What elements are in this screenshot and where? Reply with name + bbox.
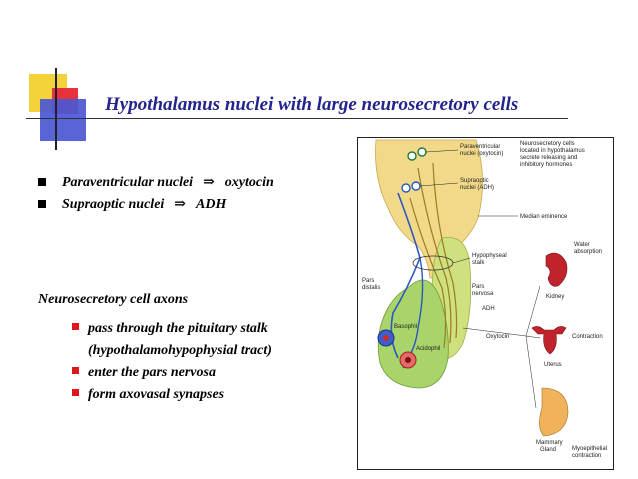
paraventricular-nucleus [417,147,427,157]
acidophil-cell-nucleus [405,357,411,363]
hormone-name: ADH [196,197,227,212]
title-deco-vertical-line [55,68,57,150]
implies-arrow-icon: ⇒ [203,175,215,190]
bullet-square-icon [72,389,79,396]
leader-line [425,149,459,153]
axons-item-text: pass through the pituitary stalk [88,321,268,336]
nucleus-name: Supraoptic nuclei [62,197,165,212]
label-basophil: Basophil [394,324,417,330]
leader-line [419,182,459,187]
title-underline [26,118,568,119]
axons-item-continuation: (hypothalamohypophysial tract) [88,343,272,358]
bullet-square-icon [72,367,79,374]
label-acidophil: Acidophil [416,346,440,352]
label-median-eminence: Median eminence [520,214,568,220]
label-kidney: Kidney [546,294,564,300]
kidney-icon [545,252,568,287]
leader-line [525,285,541,337]
supraoptic-nucleus [411,181,421,191]
bullet-square-icon [38,178,46,186]
basophil-cell-nucleus [383,335,389,341]
nuclei-item: Paraventricular nuclei ⇒ oxytocin [38,174,274,196]
bullet-square-icon [38,200,46,208]
slide-title: Hypothalamus nuclei with large neurosecr… [105,94,519,115]
uterus-icon [531,326,567,355]
axon-tract-path [409,197,447,349]
label-oxytocin: Oxytocin [486,334,509,340]
axons-item: pass through the pituitary stalk (hypoth… [72,318,272,362]
axons-item-text: enter the pars nervosa [88,365,216,380]
paraventricular-nucleus [407,151,417,161]
axons-heading: Neurosecretory cell axons [38,292,189,307]
axon-tract-path [432,162,458,339]
label-uterus: Uterus [544,362,562,368]
bullet-square-icon [72,323,79,330]
nuclei-item: Supraoptic nuclei ⇒ ADH [38,196,274,218]
leader-line [525,335,537,409]
label-adh: ADH [482,306,495,312]
label-contraction: Contraction [572,334,603,340]
axons-item: enter the pars nervosa [72,362,272,384]
mammary-gland-icon [539,387,569,437]
hormone-name: oxytocin [224,175,274,190]
axons-list: pass through the pituitary stalk (hypoth… [72,318,272,406]
supraoptic-nucleus [401,183,411,193]
leader-line [452,257,471,264]
implies-arrow-icon: ⇒ [174,197,187,212]
leader-line [462,327,527,337]
title-deco-blue-square [40,99,86,141]
axons-item: form axovasal synapses [72,384,272,406]
leader-line [525,335,541,339]
axons-item-text: form axovasal synapses [88,387,225,402]
nucleus-name: Paraventricular nuclei [62,175,194,190]
axon-tract-path [417,167,452,344]
nuclei-list: Paraventricular nuclei ⇒ oxytocin Supraopt… [38,174,274,218]
